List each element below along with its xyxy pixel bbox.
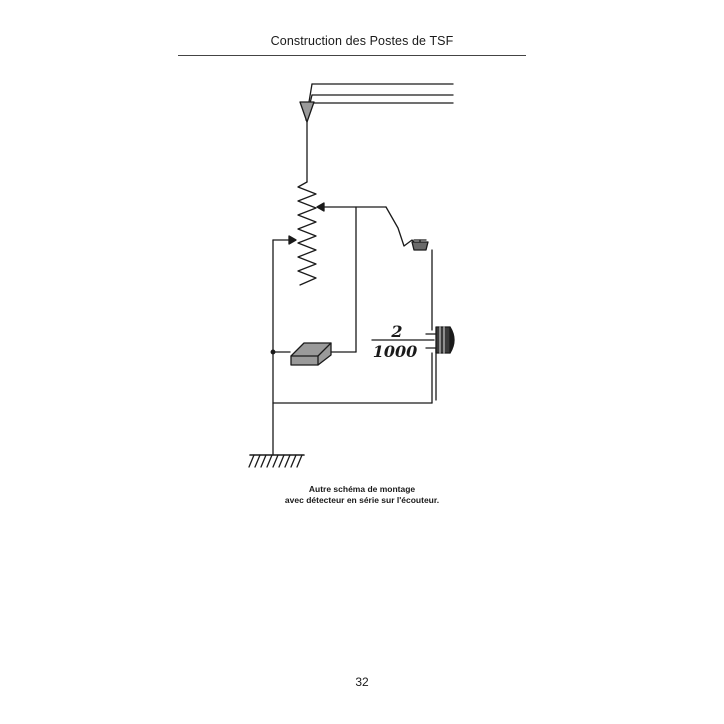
capacitor-value-label: 2 1000 bbox=[373, 322, 418, 361]
slider-arrow-upper bbox=[316, 202, 325, 212]
slider-arrow-left bbox=[288, 235, 297, 245]
ground-symbol bbox=[248, 454, 305, 468]
header-rule bbox=[178, 55, 526, 56]
tuning-coil bbox=[297, 181, 317, 286]
caption-line-1: Autre schéma de montage bbox=[308, 484, 416, 494]
whisker-holder bbox=[411, 241, 429, 251]
figure-caption: Autre schéma de montage avec détecteur e… bbox=[0, 484, 724, 506]
antenna-insulator bbox=[299, 101, 315, 123]
caption-line-2: avec détecteur en série sur l'écouteur. bbox=[284, 495, 440, 505]
capacitor-numerator: 2 bbox=[390, 322, 402, 341]
capacitor-denominator: 1000 bbox=[373, 342, 418, 361]
cat-whisker bbox=[385, 206, 419, 247]
crystal-detector bbox=[290, 342, 332, 366]
antenna-wires bbox=[302, 83, 454, 121]
page-number: 32 bbox=[355, 675, 369, 689]
earphone-icon bbox=[435, 326, 455, 354]
running-header: Construction des Postes de TSF bbox=[270, 34, 454, 48]
